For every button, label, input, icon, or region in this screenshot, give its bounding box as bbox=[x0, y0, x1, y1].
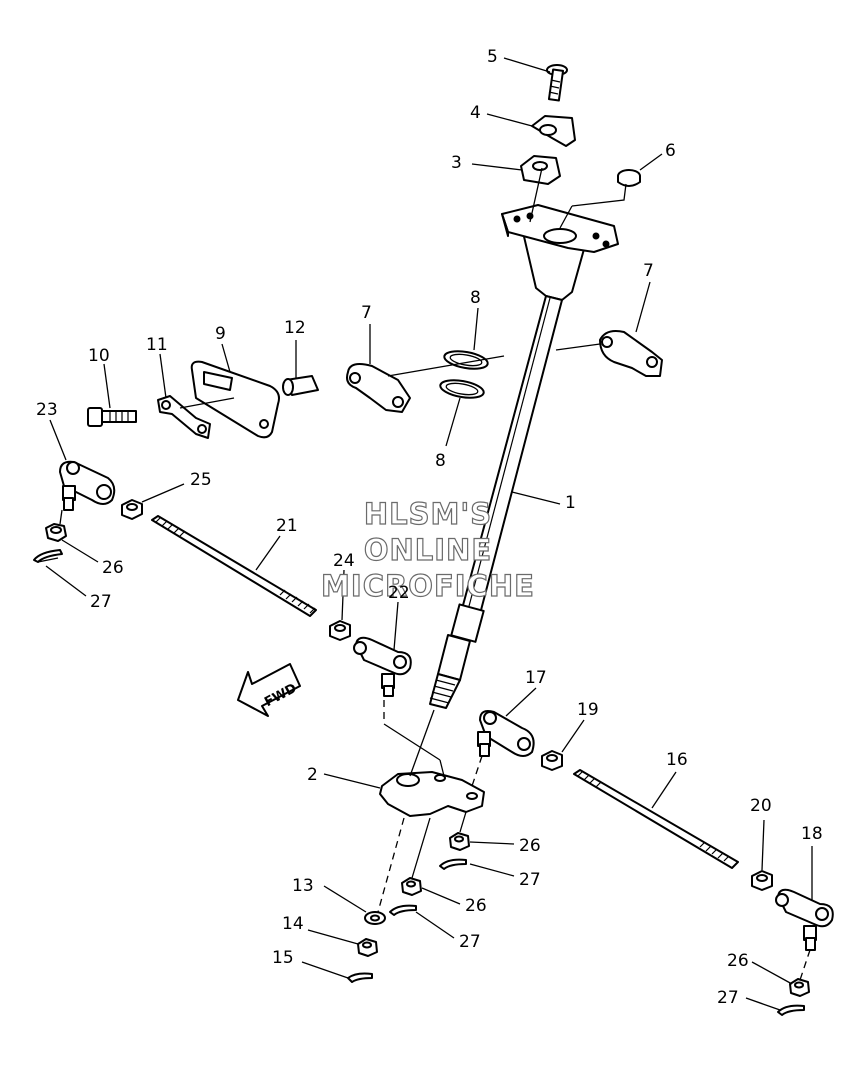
cotter-pin-27-center-upper bbox=[439, 858, 467, 870]
nut-26-center-upper bbox=[449, 832, 470, 851]
fwd-direction-arrow: FWD bbox=[237, 663, 301, 717]
tie-rod-end-23 bbox=[59, 460, 116, 511]
callout-25: 25 bbox=[190, 470, 212, 490]
callout-4: 4 bbox=[470, 103, 481, 123]
tie-rod-21 bbox=[151, 515, 317, 617]
callout-16: 16 bbox=[666, 750, 688, 770]
callout-26-center-upper: 26 bbox=[519, 836, 541, 856]
pitman-arm-2 bbox=[379, 771, 485, 817]
nut-14 bbox=[357, 938, 378, 957]
callout-1: 1 bbox=[565, 493, 576, 513]
assembly-lines bbox=[59, 167, 811, 981]
callout-11: 11 bbox=[146, 335, 168, 355]
nut-26-left bbox=[45, 523, 67, 542]
washer-13 bbox=[364, 911, 386, 925]
cotter-pin-27-right bbox=[777, 1004, 805, 1016]
callout-26-right: 26 bbox=[727, 951, 749, 971]
nut-19 bbox=[541, 750, 563, 771]
tie-rod-end-18 bbox=[775, 888, 834, 951]
watermark-line-2: ONLINE bbox=[364, 533, 492, 567]
lock-washer-11 bbox=[157, 395, 211, 439]
tie-rod-end-17 bbox=[477, 710, 535, 757]
callout-7-left: 7 bbox=[361, 303, 372, 323]
nut-20 bbox=[751, 870, 773, 891]
nut-26-center-lower bbox=[401, 877, 422, 896]
callout-numbers: 5 4 3 6 7 8 7 12 9 11 10 23 8 25 1 21 24… bbox=[36, 47, 823, 1008]
callout-27-left: 27 bbox=[90, 592, 112, 612]
nut-26-right bbox=[789, 978, 810, 997]
bolt-5 bbox=[546, 64, 568, 102]
callout-22: 22 bbox=[388, 583, 410, 603]
callout-6: 6 bbox=[665, 141, 676, 161]
watermark: HLSM'S ONLINE MICROFICHE bbox=[320, 496, 535, 603]
callout-19: 19 bbox=[577, 700, 599, 720]
callout-9: 9 bbox=[215, 324, 226, 344]
cotter-pin-27-left bbox=[33, 549, 63, 563]
callout-21: 21 bbox=[276, 516, 298, 536]
watermark-line-3: MICROFICHE bbox=[321, 569, 535, 603]
callout-26-center-lower: 26 bbox=[465, 896, 487, 916]
callout-2: 2 bbox=[307, 765, 318, 785]
collar-12 bbox=[282, 375, 319, 396]
callout-18: 18 bbox=[801, 824, 823, 844]
tie-rod-16 bbox=[573, 769, 739, 869]
shaft-splines bbox=[429, 679, 456, 704]
leader-lines bbox=[45, 57, 813, 1011]
callout-12: 12 bbox=[284, 318, 306, 338]
callout-20: 20 bbox=[750, 796, 772, 816]
callout-23: 23 bbox=[36, 400, 58, 420]
clamp-4 bbox=[531, 115, 576, 147]
bolt-10 bbox=[87, 407, 137, 427]
nut-24 bbox=[329, 620, 351, 641]
clamp-3 bbox=[520, 155, 561, 185]
callout-27-right: 27 bbox=[717, 988, 739, 1008]
callout-3: 3 bbox=[451, 153, 462, 173]
callout-26-left: 26 bbox=[102, 558, 124, 578]
ring-8-lower bbox=[439, 379, 485, 399]
cotter-pin-15 bbox=[347, 972, 373, 983]
steering-shaft bbox=[429, 204, 619, 709]
nut-25 bbox=[121, 499, 143, 520]
cap-6 bbox=[617, 169, 641, 187]
callout-5: 5 bbox=[487, 47, 498, 67]
callout-14: 14 bbox=[282, 914, 304, 934]
bracket-9 bbox=[190, 360, 280, 439]
callout-15: 15 bbox=[272, 948, 294, 968]
callout-13: 13 bbox=[292, 876, 314, 896]
callout-17: 17 bbox=[525, 668, 547, 688]
callout-7-right: 7 bbox=[643, 261, 654, 281]
callout-24: 24 bbox=[333, 551, 355, 571]
watermark-line-1: HLSM'S bbox=[364, 497, 492, 531]
callout-8-lower: 8 bbox=[435, 451, 446, 471]
tie-rod-end-22 bbox=[353, 636, 412, 697]
collar-7-right bbox=[599, 330, 663, 377]
callout-10: 10 bbox=[88, 346, 110, 366]
callout-27-center-lower: 27 bbox=[459, 932, 481, 952]
callout-27-center-upper: 27 bbox=[519, 870, 541, 890]
cotter-pin-27-center-lower bbox=[389, 904, 417, 916]
callout-8-upper: 8 bbox=[470, 288, 481, 308]
collar-7-left bbox=[346, 363, 411, 413]
